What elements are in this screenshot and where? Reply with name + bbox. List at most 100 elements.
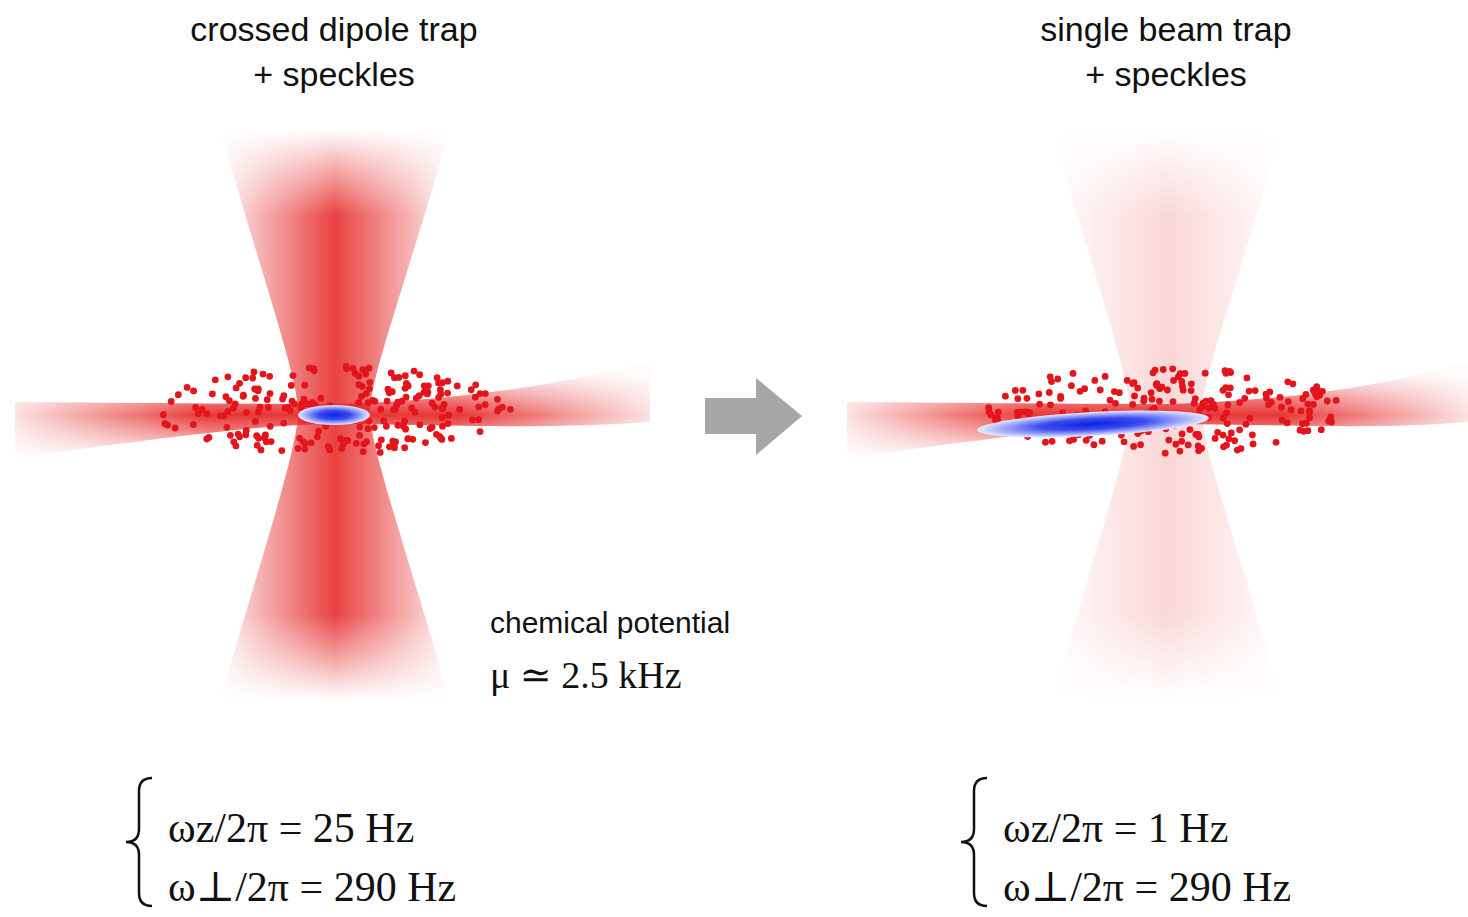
speckle-dot xyxy=(1140,398,1147,405)
speckle-dot xyxy=(190,388,197,395)
speckle-dot xyxy=(1042,439,1049,446)
speckle-dot xyxy=(301,382,308,389)
speckle-dot xyxy=(439,414,446,421)
speckle-dot xyxy=(1154,382,1161,389)
speckle-dot xyxy=(371,398,378,405)
speckle-dot xyxy=(1246,388,1253,395)
speckle-dot xyxy=(1265,401,1272,408)
speckle-dot xyxy=(266,373,273,380)
speckle-dot xyxy=(454,383,461,390)
speckle-dot xyxy=(1129,401,1136,408)
speckle-dot xyxy=(366,365,373,372)
speckle-dot xyxy=(1160,366,1167,373)
speckle-dot xyxy=(1224,402,1231,409)
speckle-dot xyxy=(252,395,259,402)
speckle-dot xyxy=(285,404,292,411)
speckle-dot xyxy=(290,372,297,379)
speckle-dot xyxy=(366,385,373,392)
speckle-dot xyxy=(1220,443,1227,450)
speckle-dot xyxy=(439,405,446,412)
speckle-dot xyxy=(494,408,501,415)
speckle-dot xyxy=(1289,380,1296,387)
speckle-dot xyxy=(995,409,1002,416)
speckle-dot xyxy=(1035,391,1042,398)
speckle-dot xyxy=(405,383,412,390)
speckle-dot xyxy=(1178,438,1185,445)
speckle-dot xyxy=(1148,389,1155,396)
speckle-dot xyxy=(268,438,275,445)
speckle-dot xyxy=(1121,438,1128,445)
speckle-dot xyxy=(251,369,258,376)
speckle-dot xyxy=(1180,387,1187,394)
speckle-dot xyxy=(1049,438,1056,445)
speckle-dot xyxy=(1185,441,1192,448)
speckle-dot xyxy=(1223,409,1230,416)
speckle-dot xyxy=(301,446,308,453)
speckle-dot xyxy=(1236,399,1243,406)
speckle-dot xyxy=(1129,380,1136,387)
speckle-dot xyxy=(252,418,259,425)
speckle-dot xyxy=(280,392,287,399)
speckle-dot xyxy=(1195,447,1202,454)
speckle-dot xyxy=(255,435,262,442)
speckle-dot xyxy=(232,400,239,407)
speckle-dot xyxy=(1137,441,1144,448)
speckle-dot xyxy=(164,422,171,429)
speckle-dot xyxy=(223,393,230,400)
speckle-dot xyxy=(1014,395,1021,402)
speckle-dot xyxy=(377,406,384,413)
speckle-dot xyxy=(1327,413,1334,420)
speckle-dot xyxy=(1266,389,1273,396)
speckle-dot xyxy=(424,389,431,396)
speckle-dot xyxy=(184,384,191,391)
speckle-dot xyxy=(1112,400,1119,407)
speckle-dot xyxy=(472,381,479,388)
trap-frequency: ωz/2π = 25 Hz xyxy=(168,804,414,852)
speckle-dot xyxy=(310,365,317,372)
speckle-dot xyxy=(380,417,387,424)
speckle-dot xyxy=(343,363,350,370)
speckle-dot xyxy=(366,379,373,386)
speckle-dot xyxy=(1090,441,1097,448)
trap-frequency: ωz/2π = 1 Hz xyxy=(1003,804,1228,852)
speckle-dot xyxy=(1228,430,1235,437)
speckle-dot xyxy=(416,421,423,428)
speckle-dot xyxy=(1179,431,1186,438)
speckle-dot xyxy=(262,432,269,439)
speckle-dot xyxy=(355,399,362,406)
speckle-dot xyxy=(160,411,167,418)
speckle-dot xyxy=(356,432,363,439)
speckle-dot xyxy=(1203,398,1210,405)
speckle-dot xyxy=(262,432,269,439)
speckle-dot xyxy=(260,371,267,378)
speckle-dot xyxy=(411,368,418,375)
speckle-dot xyxy=(1047,373,1054,380)
speckle-dot xyxy=(1298,408,1305,415)
speckle-dot xyxy=(1169,365,1176,372)
speckle-dot xyxy=(1036,401,1043,408)
speckle-dot xyxy=(1149,396,1156,403)
speckle-dot xyxy=(278,447,285,454)
speckle-dot xyxy=(445,420,452,427)
speckle-dot xyxy=(360,448,367,455)
speckle-dot xyxy=(1250,440,1257,447)
speckle-dot xyxy=(1263,395,1270,402)
speckle-dot xyxy=(469,416,476,423)
speckle-dot xyxy=(401,418,408,425)
speckle-dot xyxy=(1195,431,1202,438)
speckle-dot xyxy=(190,421,197,428)
speckle-dot xyxy=(434,374,441,381)
speckle-dot xyxy=(384,398,391,405)
speckle-dot xyxy=(1068,382,1075,389)
speckle-dot xyxy=(403,394,410,401)
speckle-dot xyxy=(437,386,444,393)
speckle-dot xyxy=(235,431,242,438)
speckle-dot xyxy=(475,403,482,410)
speckle-dot xyxy=(472,394,479,401)
speckle-dot xyxy=(1156,398,1163,405)
speckle-dot xyxy=(456,406,463,413)
speckle-dot xyxy=(401,444,408,451)
speckle-dot xyxy=(1279,417,1286,424)
speckle-dot xyxy=(1277,394,1284,401)
